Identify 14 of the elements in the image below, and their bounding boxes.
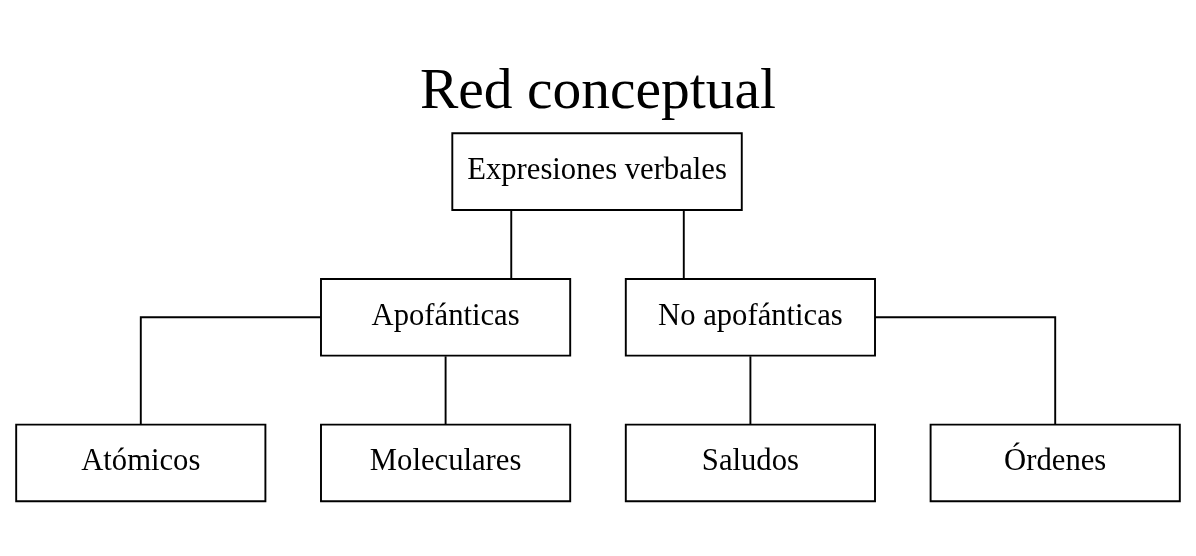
connector	[749, 355, 752, 426]
node-box: Moleculares	[320, 423, 572, 503]
node-box: Apofánticas	[320, 278, 572, 357]
connector	[874, 316, 1057, 425]
connector	[510, 209, 513, 280]
connector	[682, 209, 685, 280]
node-box: Expresiones verbales	[451, 132, 743, 211]
diagram-title: Red conceptual	[419, 57, 777, 121]
connector	[444, 355, 447, 426]
node-box: Órdenes	[929, 423, 1181, 503]
node-box: Saludos	[624, 423, 876, 503]
connector	[139, 316, 322, 425]
node-box: Atómicos	[15, 423, 267, 503]
node-box: No apofánticas	[624, 278, 876, 357]
